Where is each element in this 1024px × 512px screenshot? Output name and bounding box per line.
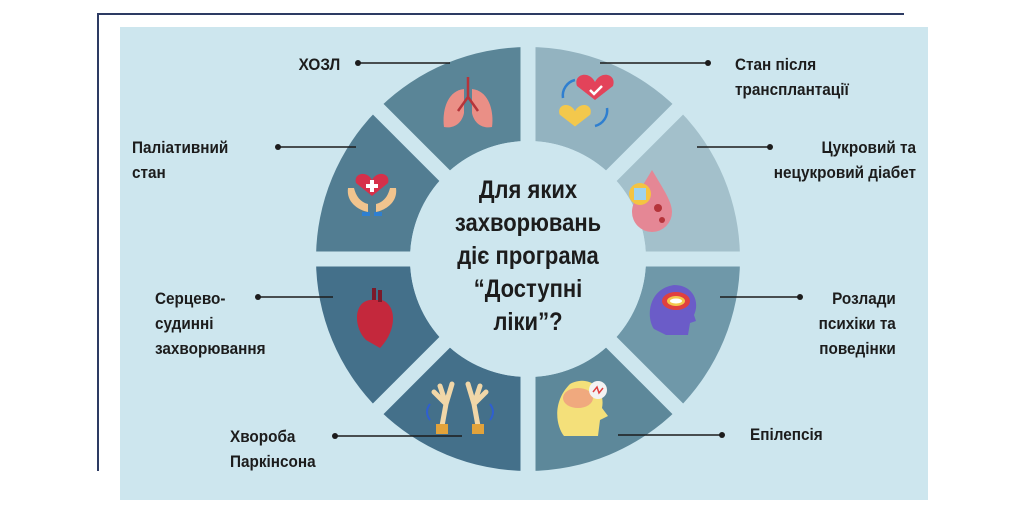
connector-dot [719, 432, 725, 438]
label-cardio: Серцево-судинні захворювання [155, 286, 266, 361]
label-palliative: Паліативний стан [132, 135, 228, 185]
frame-border [97, 13, 904, 471]
label-line: судинні [155, 314, 214, 333]
label-line: Цукровий та [821, 138, 916, 157]
connector-dot [255, 294, 261, 300]
brain-head-icon [649, 285, 697, 335]
care-hands-icon [347, 173, 397, 216]
epilepsy-head-icon [557, 380, 608, 436]
connector-dot [705, 60, 711, 66]
label-line: Серцево- [155, 289, 226, 308]
label-mental: Розлади психіки та поведінки [819, 286, 896, 361]
label-line: психіки та [818, 314, 896, 333]
heart-exchange-icon [559, 74, 614, 128]
label-line: поведінки [819, 339, 896, 358]
connector-dot [797, 294, 803, 300]
connector-dot [332, 433, 338, 439]
label-diabetes: Цукровий та нецукровий діабет [774, 135, 916, 185]
label-copd: ХОЗЛ [298, 52, 340, 77]
shaking-hands-icon [426, 381, 494, 434]
label-transplant: Стан після трансплантації [735, 52, 849, 102]
label-line: захворювання [155, 339, 266, 358]
connector-dot [275, 144, 281, 150]
label-line: трансплантації [735, 80, 849, 99]
title-line: Для яких [478, 176, 578, 204]
title-line: діє програма [457, 242, 599, 270]
title-line: захворювань [454, 209, 602, 237]
title-line: ліки”? [493, 308, 563, 336]
central-question: Для яких захворювань діє програма “Досту… [431, 174, 625, 339]
title-line: “Доступні [473, 275, 583, 303]
connector-dot [767, 144, 773, 150]
label-line: нецукровий діабет [773, 163, 916, 182]
label-line: Розлади [832, 289, 896, 308]
label-line: Епілепсія [750, 425, 823, 444]
label-epilepsy: Епілепсія [750, 422, 823, 447]
heart-organ-icon [356, 288, 394, 348]
label-line: стан [132, 163, 166, 182]
label-line: Хвороба [230, 427, 296, 446]
label-line: Паліативний [132, 138, 229, 157]
label-line: Паркінсона [230, 452, 316, 471]
connector-dot [355, 60, 361, 66]
blood-sugar-icon [629, 170, 672, 232]
label-line: Стан після [735, 55, 817, 74]
center-circle [410, 141, 646, 377]
lungs-icon [443, 77, 493, 128]
label-line: ХОЗЛ [298, 55, 340, 74]
